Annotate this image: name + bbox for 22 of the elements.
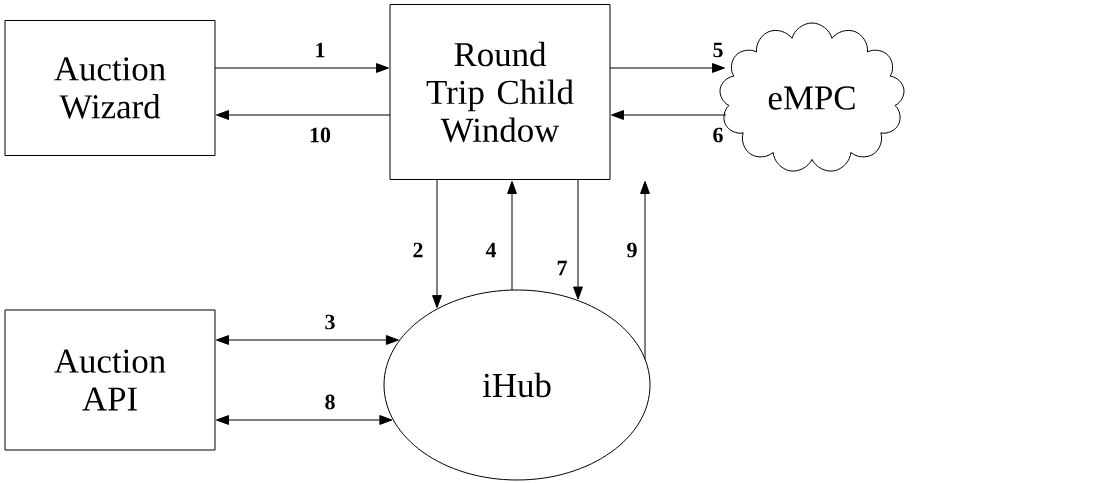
edge-label: 1 xyxy=(313,41,327,59)
arrow xyxy=(609,63,725,73)
edge-label: 4 xyxy=(484,241,498,259)
edge-label: 3 xyxy=(323,313,337,331)
process-box: Auction Wizard xyxy=(4,20,216,156)
arrow xyxy=(432,179,442,309)
edge-label: 10 xyxy=(308,126,332,144)
arrow xyxy=(216,335,399,345)
edge-label: 8 xyxy=(323,393,337,411)
arrow xyxy=(640,181,650,360)
arrow xyxy=(573,179,583,300)
arrow xyxy=(507,181,517,291)
edge-label: 2 xyxy=(411,241,425,259)
arrow xyxy=(214,63,389,73)
arrow xyxy=(611,110,727,120)
ellipse-node: iHub xyxy=(383,289,651,481)
edge-label: 9 xyxy=(625,241,639,259)
process-box: Auction API xyxy=(4,309,216,451)
process-box: Round Trip Child Window xyxy=(389,4,611,180)
edge-label: 7 xyxy=(555,259,569,277)
arrow xyxy=(216,415,393,425)
arrow xyxy=(216,110,391,120)
